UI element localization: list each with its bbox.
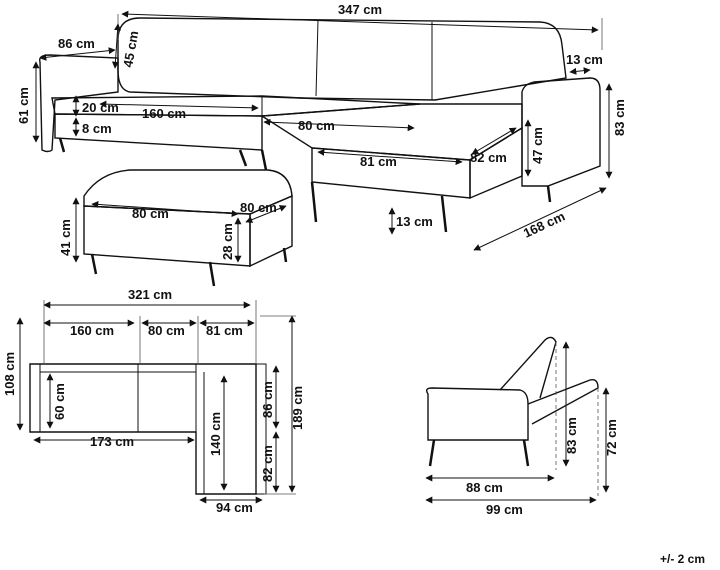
dim-arm-length: 86 cm xyxy=(58,36,95,51)
plan-seg1: 160 cm xyxy=(70,323,114,338)
side-depth: 88 cm xyxy=(466,480,503,495)
plan-right-lower: 82 cm xyxy=(260,445,275,482)
plan-inner-depth: 60 cm xyxy=(52,383,67,420)
sofa-perspective-view: 347 cm 86 cm 45 cm 13 cm 61 cm 83 cm 20 … xyxy=(16,2,627,287)
dim-seat-width-mid: 80 cm xyxy=(298,118,335,133)
dim-seat-gap: 20 cm xyxy=(82,100,119,115)
plan-depth: 108 cm xyxy=(2,352,17,396)
dim-total-length: 347 cm xyxy=(338,2,382,17)
dim-leg-height-main: 8 cm xyxy=(82,121,112,136)
plan-chaise-width: 94 cm xyxy=(216,500,253,515)
dim-seat-width-main: 160 cm xyxy=(142,106,186,121)
dim-chaise-height: 47 cm xyxy=(530,127,545,164)
dim-seat-height: 61 cm xyxy=(16,87,31,124)
dim-back-height: 45 cm xyxy=(120,30,141,69)
dim-ottoman-height: 41 cm xyxy=(58,219,73,256)
plan-chaise-length: 140 cm xyxy=(208,412,223,456)
side-height: 83 cm xyxy=(564,417,579,454)
tolerance-note: +/- 2 cm xyxy=(660,552,705,566)
plan-total-width: 321 cm xyxy=(128,287,172,302)
dim-ottoman-width: 80 cm xyxy=(132,206,169,221)
sofa-plan-view: 321 cm 160 cm 80 cm 81 cm 108 cm 60 cm 1… xyxy=(2,287,305,515)
dim-ottoman-top: 28 cm xyxy=(220,223,235,260)
plan-right-depth: 86 cm xyxy=(260,381,275,418)
side-bed-depth: 99 cm xyxy=(486,502,523,517)
dim-chaise-width: 81 cm xyxy=(360,154,397,169)
plan-base-width: 173 cm xyxy=(90,434,134,449)
dim-chaise-length: 168 cm xyxy=(521,208,567,240)
plan-seg3: 81 cm xyxy=(206,323,243,338)
dim-overall-height: 83 cm xyxy=(612,99,627,136)
side-recline-height: 72 cm xyxy=(604,419,619,456)
plan-seg2: 80 cm xyxy=(148,323,185,338)
dim-armrest-width: 13 cm xyxy=(566,52,603,67)
sofa-side-view: 88 cm 99 cm 83 cm 72 cm xyxy=(425,336,619,517)
plan-overall-length: 189 cm xyxy=(290,386,305,430)
dim-chaise-leg: 13 cm xyxy=(396,214,433,229)
dim-ottoman-depth: 80 cm xyxy=(240,200,277,215)
dim-chaise-depth: 82 cm xyxy=(470,150,507,165)
